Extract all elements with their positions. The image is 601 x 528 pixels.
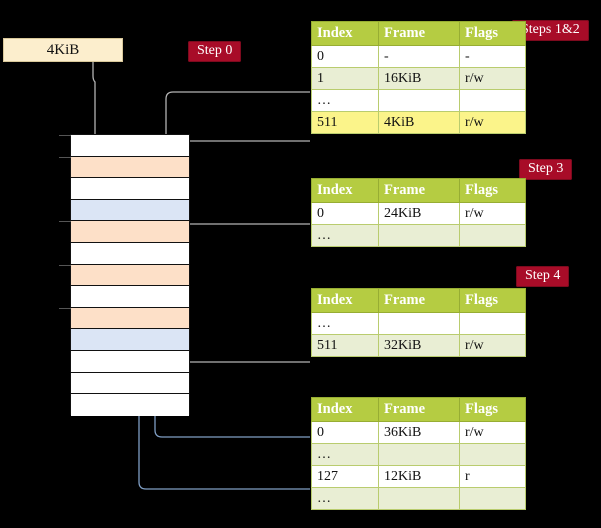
- memory-frame-row: [59, 156, 189, 179]
- memory-frame-row: [71, 372, 189, 395]
- cell-index: 0: [311, 45, 379, 68]
- column-header-frame: Frame: [378, 288, 460, 313]
- cell-frame: 4KiB: [378, 111, 460, 134]
- frame-tick-mark: [59, 156, 71, 158]
- memory-block-4kib: 4KiB: [3, 38, 123, 62]
- memory-frame-row: [59, 264, 189, 287]
- memory-frame-row: [59, 221, 189, 244]
- memory-frame-row: [71, 178, 189, 200]
- table-row: …: [311, 487, 526, 510]
- frame-tick-mark: [59, 307, 71, 309]
- column-header-index: Index: [311, 178, 379, 203]
- table-row: …: [311, 443, 526, 466]
- cell-frame: 36KiB: [378, 421, 460, 444]
- column-header-frame: Frame: [378, 21, 460, 46]
- memory-frame-row: [71, 199, 189, 222]
- memory-frame-row: [59, 135, 189, 157]
- cell-flags: r/w: [459, 111, 526, 134]
- column-header-frame: Frame: [378, 178, 460, 203]
- badge-step-0: Step 0: [188, 41, 242, 62]
- memory-frame-row: [59, 307, 189, 330]
- physical-memory-grid: [59, 134, 190, 416]
- column-header-index: Index: [311, 288, 379, 313]
- cell-frame: [378, 312, 460, 335]
- cell-flags: r/w: [459, 202, 526, 225]
- cell-flags: r/w: [459, 334, 526, 357]
- memory-frame-row: [71, 286, 189, 308]
- cell-frame: -: [378, 45, 460, 68]
- badge-step-3: Step 3: [519, 159, 573, 180]
- cell-index: 511: [311, 334, 379, 357]
- cell-frame: [378, 487, 460, 510]
- cell-index: 1: [311, 67, 379, 90]
- cell-index: 127: [311, 465, 379, 488]
- cell-flags: r: [459, 465, 526, 488]
- cell-frame: [378, 224, 460, 247]
- memory-frame-row: [71, 243, 189, 265]
- cell-frame: 12KiB: [378, 465, 460, 488]
- memory-block-label: 4KiB: [46, 41, 80, 58]
- badge-step-4: Step 4: [516, 266, 570, 287]
- cell-index: …: [311, 224, 379, 247]
- cell-index: …: [311, 443, 379, 466]
- cell-flags: [459, 443, 526, 466]
- cell-index: …: [311, 487, 379, 510]
- cell-index: …: [311, 312, 379, 335]
- cell-flags: r/w: [459, 67, 526, 90]
- table-row: …: [311, 89, 526, 112]
- column-header-flags: Flags: [459, 178, 526, 203]
- column-header-index: Index: [311, 21, 379, 46]
- cell-frame: 16KiB: [378, 67, 460, 90]
- cell-frame: 24KiB: [378, 202, 460, 225]
- table-row: 0--: [311, 45, 526, 68]
- cell-flags: [459, 312, 526, 335]
- badge-steps-1-2: Steps 1&2: [512, 20, 589, 41]
- frame-tick-mark: [59, 264, 71, 266]
- memory-frame-row: [71, 394, 189, 416]
- cell-flags: -: [459, 45, 526, 68]
- column-header-index: Index: [311, 397, 379, 422]
- table-row: …: [311, 224, 526, 247]
- column-header-frame: Frame: [378, 397, 460, 422]
- cell-frame: 32KiB: [378, 334, 460, 357]
- cell-flags: [459, 487, 526, 510]
- memory-frame-row: [71, 351, 189, 373]
- frame-tick-mark: [59, 135, 71, 136]
- cell-frame: [378, 89, 460, 112]
- column-header-flags: Flags: [459, 397, 526, 422]
- frame-tick-mark: [59, 221, 71, 223]
- cell-index: …: [311, 89, 379, 112]
- column-header-flags: Flags: [459, 288, 526, 313]
- cell-index: 511: [311, 111, 379, 134]
- column-header-flags: Flags: [459, 21, 526, 46]
- cell-index: 0: [311, 421, 379, 444]
- cell-frame: [378, 443, 460, 466]
- cell-flags: [459, 224, 526, 247]
- cell-flags: [459, 89, 526, 112]
- table-row: …: [311, 312, 526, 335]
- cell-flags: r/w: [459, 421, 526, 444]
- cell-index: 0: [311, 202, 379, 225]
- memory-frame-row: [71, 329, 189, 352]
